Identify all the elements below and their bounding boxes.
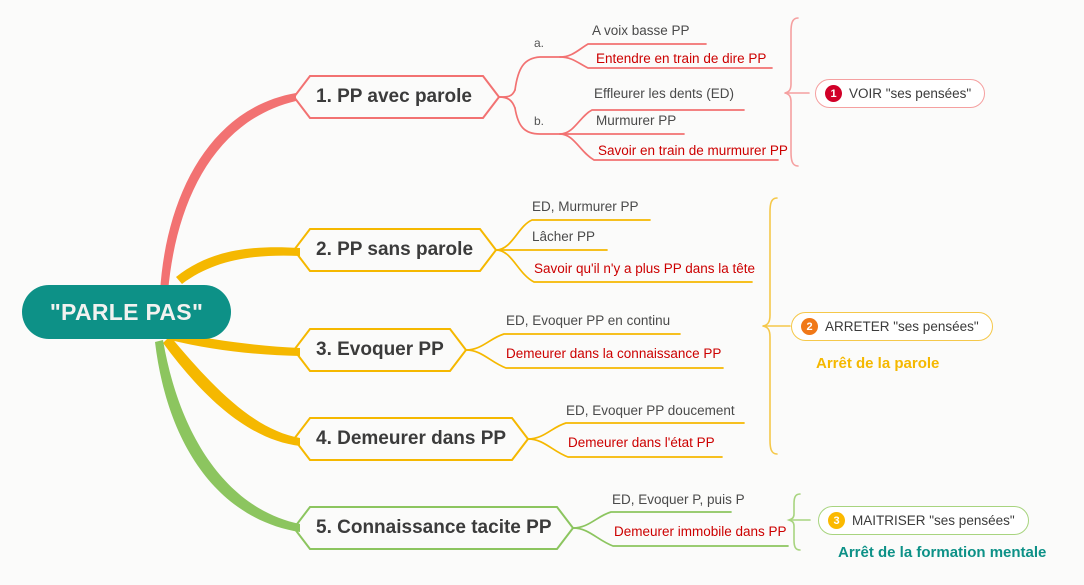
branch-node-1[interactable]: 1. PP avec parole xyxy=(316,86,472,107)
central-node[interactable]: "PARLE PAS" xyxy=(22,285,231,339)
sub-item-b2-2[interactable]: Lâcher PP xyxy=(532,229,596,244)
trunk-branch-4 xyxy=(163,336,300,446)
group-marker-a: a. xyxy=(534,36,545,50)
sub-item-b2-1[interactable]: ED, Murmurer PP xyxy=(532,199,639,214)
callout-maitriser-label: MAITRISER "ses pensées" xyxy=(852,513,1015,528)
node-outline-4 xyxy=(292,417,530,461)
b1-spine xyxy=(498,89,516,98)
branch-node-4[interactable]: 4. Demeurer dans PP xyxy=(316,428,507,449)
badge-3-icon: 3 xyxy=(828,512,845,529)
trunk-branch-5 xyxy=(155,340,300,532)
sub-item-b5-1[interactable]: ED, Evoquer P, puis P xyxy=(612,492,745,507)
trunk-branch-2 xyxy=(176,247,300,284)
b5-fork-down xyxy=(572,527,789,547)
branch-node-3[interactable]: 3. Evoquer PP xyxy=(316,339,444,360)
sub-item-b1-a-2[interactable]: Entendre en train de dire PP xyxy=(596,51,767,66)
b1-spine-lower xyxy=(498,96,516,109)
callout-arreter[interactable]: 2 ARRETER "ses pensées" xyxy=(791,312,993,341)
sub-item-b3-2[interactable]: Demeurer dans la connaissance PP xyxy=(506,346,722,361)
sub-item-b1-b-3[interactable]: Savoir en train de murmurer PP xyxy=(598,143,788,158)
callout-voir[interactable]: 1 VOIR "ses pensées" xyxy=(815,79,986,108)
summary-arret-formation: Arrêt de la formation mentale xyxy=(838,544,1047,561)
b2-fork-down xyxy=(495,249,753,283)
b1-a-fork-down xyxy=(559,56,773,69)
sub-item-b1-b-2[interactable]: Murmurer PP xyxy=(596,113,677,128)
b2-fork-up xyxy=(495,219,651,251)
node-outline-5 xyxy=(292,506,575,550)
sub-item-b2-3[interactable]: Savoir qu'il n'y a plus PP dans la tête xyxy=(534,261,756,276)
sub-item-b1-a-1[interactable]: A voix basse PP xyxy=(592,23,690,38)
sub-item-b3-1[interactable]: ED, Evoquer PP en continu xyxy=(506,313,671,328)
sub-item-b5-2[interactable]: Demeurer immobile dans PP xyxy=(614,524,787,539)
central-node-label: "PARLE PAS" xyxy=(49,298,204,325)
badge-2-icon: 2 xyxy=(801,318,818,335)
b4-fork-down xyxy=(527,438,723,458)
b1-a-stem xyxy=(514,56,561,91)
b1-b-fork-down xyxy=(559,133,779,161)
sub-item-b4-2[interactable]: Demeurer dans l'état PP xyxy=(568,435,715,450)
callout-voir-label: VOIR "ses pensées" xyxy=(849,86,972,101)
b1-b-stem xyxy=(514,107,561,135)
summary-arret-parole: Arrêt de la parole xyxy=(816,355,940,372)
group-marker-b: b. xyxy=(534,114,545,128)
branch-node-2[interactable]: 2. PP sans parole xyxy=(316,239,474,260)
node-outline-1 xyxy=(292,75,501,119)
trunk-branch-1 xyxy=(160,93,296,292)
brace-3 xyxy=(786,493,801,551)
callout-maitriser[interactable]: 3 MAITRISER "ses pensées" xyxy=(818,506,1029,535)
b3-fork-down xyxy=(465,349,724,369)
badge-1-icon: 1 xyxy=(825,85,842,102)
node-outline-2 xyxy=(292,228,498,272)
sub-item-b4-1[interactable]: ED, Evoquer PP doucement xyxy=(566,403,735,418)
node-outline-3 xyxy=(292,328,468,372)
branch-node-5[interactable]: 5. Connaissance tacite PP xyxy=(316,517,552,538)
callout-arreter-label: ARRETER "ses pensées" xyxy=(825,319,979,334)
sub-item-b1-b-1[interactable]: Effleurer les dents (ED) xyxy=(594,86,735,101)
